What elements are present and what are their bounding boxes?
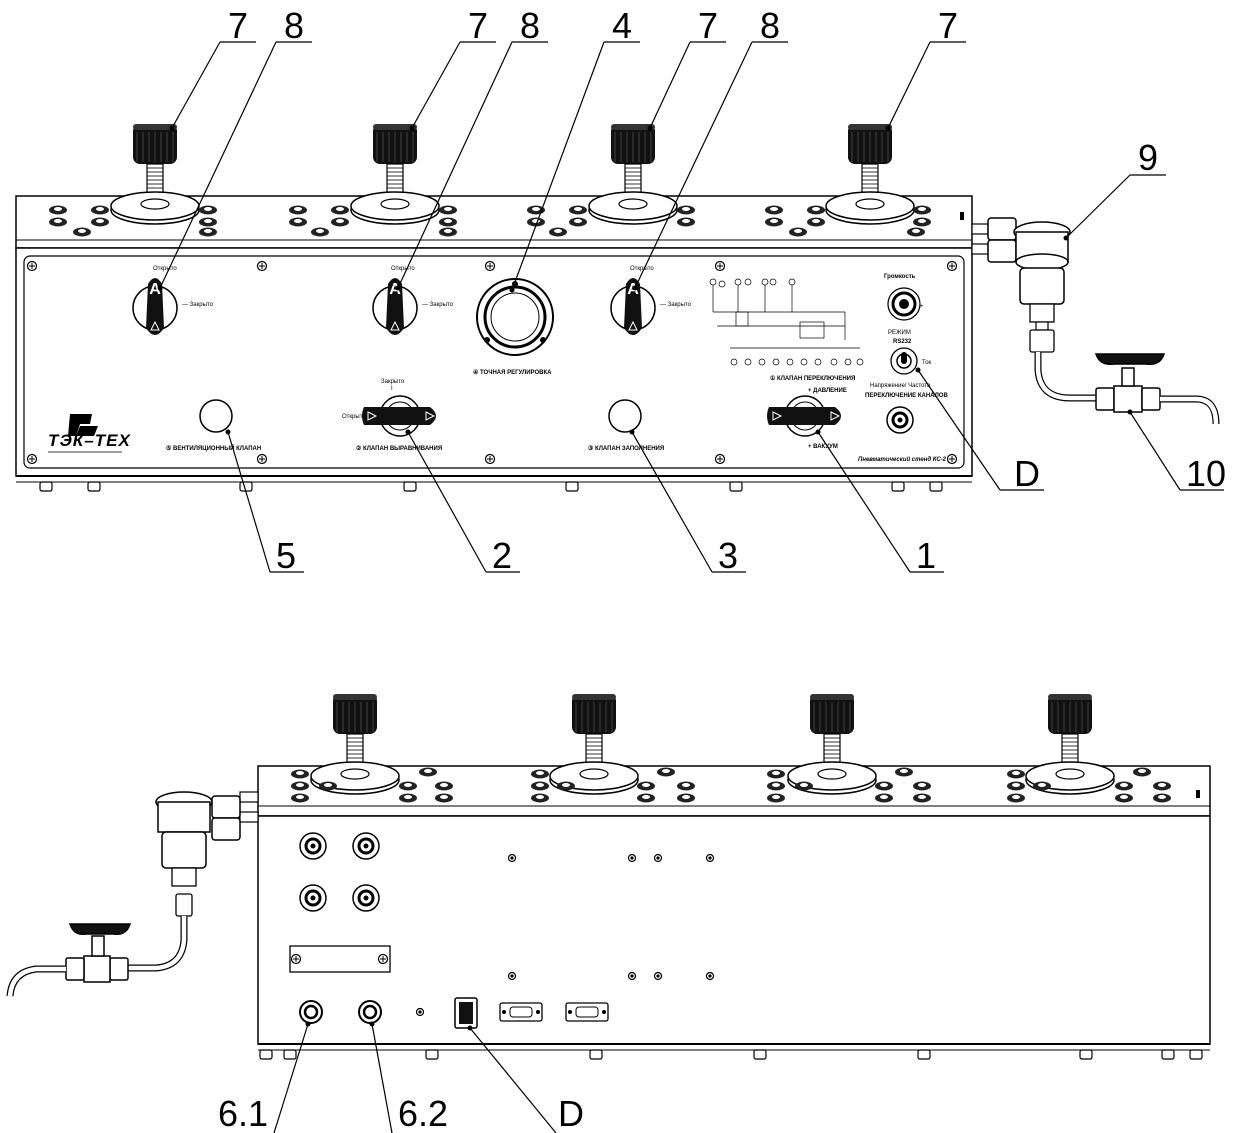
back-knob-2[interactable] xyxy=(549,693,639,795)
callout-7-a: 7 xyxy=(228,5,248,46)
channel-switch-button[interactable] xyxy=(885,405,915,435)
valve-8-1-open-label: Открыто xyxy=(153,266,177,272)
knob-7-3[interactable] xyxy=(588,123,678,225)
db9-port-1[interactable] xyxy=(499,1002,543,1022)
power-switch-D[interactable] xyxy=(454,997,478,1029)
equalize-valve-label: ② КЛАПАН ВЫРАВНИВАНИЯ xyxy=(356,445,442,452)
callout-8-a: 8 xyxy=(284,5,304,46)
needle-valve-10[interactable] xyxy=(1034,352,1220,425)
callout-3: 3 xyxy=(718,535,738,576)
callout-5: 5 xyxy=(276,535,296,576)
connector-6-1[interactable] xyxy=(299,1000,323,1024)
rs232-label: RS232 xyxy=(893,339,912,345)
valve-8-1-closed-label: — Закрыто xyxy=(182,302,214,308)
open-left-label: Открыто xyxy=(342,414,366,420)
back-knob-3[interactable] xyxy=(787,693,877,795)
leader-arrows-bottom xyxy=(305,1021,473,1031)
callout-D-top: D xyxy=(1014,453,1040,494)
back-filter-assembly[interactable] xyxy=(155,791,259,917)
pressure-label: + ДАВЛЕНИЕ xyxy=(808,388,847,394)
stand-name-label: Пневматический стенд КС-2 xyxy=(858,456,947,463)
closed-upper-label: Закрыто xyxy=(381,379,405,385)
back-port-1[interactable] xyxy=(298,831,328,861)
back-feet xyxy=(259,1049,1203,1060)
back-port-2[interactable] xyxy=(351,831,381,861)
company-logo-text: ТЭК–ТЕХ xyxy=(48,431,131,450)
pneumatic-schematic xyxy=(709,278,864,366)
callout-2: 2 xyxy=(492,535,512,576)
vent-button-5[interactable] xyxy=(199,399,233,433)
back-knob-1[interactable] xyxy=(310,693,400,795)
db9-port-2[interactable] xyxy=(565,1002,609,1022)
fine-adjust-label: ④ ТОЧНАЯ РЕГУЛИРОВКА xyxy=(473,369,552,376)
valve-8-3-closed-label: — Закрыто xyxy=(660,302,692,308)
volume-plus-mark: + xyxy=(920,304,924,310)
switch-valve-label: ① КЛАПАН ПЕРЕКЛЮЧЕНИЯ xyxy=(770,375,855,382)
fill-button-3[interactable] xyxy=(608,399,642,433)
volume-knob[interactable] xyxy=(887,287,921,321)
callout-9: 9 xyxy=(1138,137,1158,178)
callout-1: 1 xyxy=(916,535,936,576)
fill-valve-label: ③ КЛАПАН ЗАПОЛНЕНИЯ xyxy=(588,445,664,452)
leader-arrows-top xyxy=(157,125,1133,435)
callout-D-bottom: D xyxy=(558,1093,584,1133)
channel-switch-label: ПЕРЕКЛЮЧЕНИЕ КАНАЛОВ xyxy=(865,393,948,399)
vent-valve-label: ⑤ ВЕНТИЛЯЦИОННЫЙ КЛАПАН xyxy=(166,444,261,452)
valve-8-2-closed-label: — Закрыто xyxy=(422,302,454,308)
front-view: Открыто — Закрыто Открыто — Закрыто Откр… xyxy=(15,5,1226,576)
back-knob-4[interactable] xyxy=(1025,693,1115,795)
fine-adjust-4[interactable] xyxy=(476,278,554,356)
callout-7-d: 7 xyxy=(938,5,958,46)
volt-freq-label: Напряжение/ Частота xyxy=(870,383,931,389)
back-port-3[interactable] xyxy=(298,883,328,913)
leader-lines-top xyxy=(159,41,1224,573)
callout-10: 10 xyxy=(1186,453,1226,494)
connector-6-2[interactable] xyxy=(358,1000,382,1024)
knob-7-4[interactable] xyxy=(825,123,915,225)
callout-8-c: 8 xyxy=(760,5,780,46)
vacuum-label: + ВАКУУМ xyxy=(808,444,838,450)
callout-7-c: 7 xyxy=(698,5,718,46)
back-panel xyxy=(257,815,1211,1045)
back-view: 6.1 6.2 D xyxy=(6,693,1211,1133)
closed-mark: I xyxy=(391,386,393,392)
callout-7-b: 7 xyxy=(468,5,488,46)
volume-label: Громкость xyxy=(884,274,916,280)
ground-terminal xyxy=(415,1007,425,1017)
knob-7-1[interactable] xyxy=(110,123,200,225)
back-nameplate xyxy=(289,945,391,973)
callout-6-1: 6.1 xyxy=(218,1093,268,1133)
valve-8-3-open-label: Открыто xyxy=(630,266,654,272)
leader-lines-bottom xyxy=(273,1023,557,1133)
company-logo: ТЭК–ТЕХ xyxy=(48,414,131,453)
valve-8-2-open-label: Открыто xyxy=(391,266,415,272)
knob-7-2[interactable] xyxy=(350,123,440,225)
callout-4: 4 xyxy=(612,5,632,46)
filter-assembly-9[interactable] xyxy=(971,217,1071,353)
mode-label: РЕЖИМ xyxy=(888,330,911,336)
mode-toggle[interactable] xyxy=(890,347,918,375)
current-label: Ток xyxy=(922,360,932,366)
back-port-4[interactable] xyxy=(351,883,381,913)
callout-6-2: 6.2 xyxy=(398,1093,448,1133)
callout-8-b: 8 xyxy=(520,5,540,46)
back-needle-valve[interactable] xyxy=(6,916,188,997)
front-feet xyxy=(39,481,943,492)
